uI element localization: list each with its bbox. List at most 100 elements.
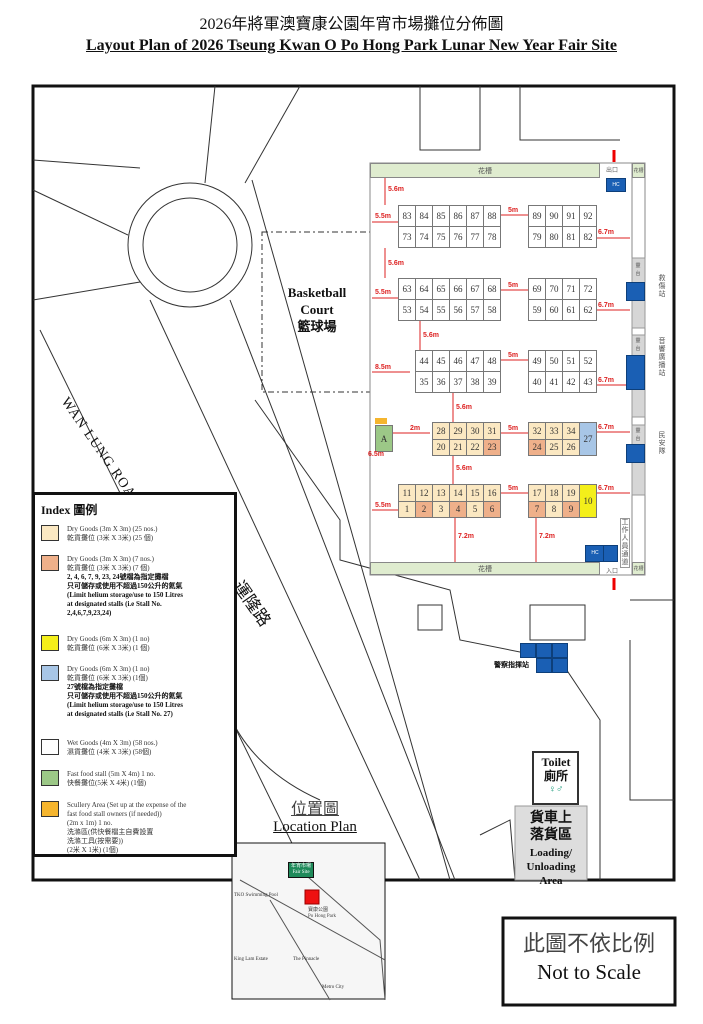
stall-16[interactable]: 16 (483, 484, 501, 502)
stall-78[interactable]: 78 (483, 226, 501, 248)
stall-59[interactable]: 59 (528, 299, 546, 321)
stall-14[interactable]: 14 (449, 484, 467, 502)
stall-76[interactable]: 76 (449, 226, 467, 248)
stall-32[interactable]: 32 (528, 422, 546, 440)
stall-39[interactable]: 39 (483, 371, 501, 393)
stall-38[interactable]: 38 (466, 371, 484, 393)
stall-48[interactable]: 48 (483, 350, 501, 372)
stall-62[interactable]: 62 (579, 299, 597, 321)
stall-22[interactable]: 22 (466, 438, 484, 456)
stall-77[interactable]: 77 (466, 226, 484, 248)
stall-37[interactable]: 37 (449, 371, 467, 393)
stall-40[interactable]: 40 (528, 371, 546, 393)
stall-7[interactable]: 7 (528, 500, 546, 518)
stall-92[interactable]: 92 (579, 205, 597, 227)
dimension-label: 6.7m (598, 424, 614, 431)
dimension-label: 5m (508, 485, 519, 492)
stall-5[interactable]: 5 (466, 500, 484, 518)
legend-line: (2m x 1m) 1 no. (67, 819, 113, 827)
stall-50[interactable]: 50 (545, 350, 563, 372)
stall-36[interactable]: 36 (432, 371, 450, 393)
stall-17[interactable]: 17 (528, 484, 546, 502)
stall-26[interactable]: 26 (562, 438, 580, 456)
stall-71[interactable]: 71 (562, 278, 580, 300)
toilet-label-en: Toilet (541, 755, 571, 769)
stall-49[interactable]: 49 (528, 350, 546, 372)
stall-34[interactable]: 34 (562, 422, 580, 440)
stall-63[interactable]: 63 (398, 278, 416, 300)
stall-83[interactable]: 83 (398, 205, 416, 227)
stall-67[interactable]: 67 (466, 278, 484, 300)
stall-91[interactable]: 91 (562, 205, 580, 227)
stall-66[interactable]: 66 (449, 278, 467, 300)
stall-81[interactable]: 81 (562, 226, 580, 248)
stall-57[interactable]: 57 (466, 299, 484, 321)
stall-85[interactable]: 85 (432, 205, 450, 227)
stall-3[interactable]: 3 (432, 500, 450, 518)
stall-44[interactable]: 44 (415, 350, 433, 372)
stall-52[interactable]: 52 (579, 350, 597, 372)
stall-79[interactable]: 79 (528, 226, 546, 248)
stall-68[interactable]: 68 (483, 278, 501, 300)
stall-56[interactable]: 56 (449, 299, 467, 321)
stall-23[interactable]: 23 (483, 438, 501, 456)
stall-29[interactable]: 29 (449, 422, 467, 440)
stall-13[interactable]: 13 (432, 484, 450, 502)
stall-75[interactable]: 75 (432, 226, 450, 248)
entrance-booth (603, 545, 618, 562)
stall-21[interactable]: 21 (449, 438, 467, 456)
stall-28[interactable]: 28 (432, 422, 450, 440)
stall-54[interactable]: 54 (415, 299, 433, 321)
stall-60[interactable]: 60 (545, 299, 563, 321)
stall-4[interactable]: 4 (449, 500, 467, 518)
stall-61[interactable]: 61 (562, 299, 580, 321)
stall-15[interactable]: 15 (466, 484, 484, 502)
stall-18[interactable]: 18 (545, 484, 563, 502)
stall-80[interactable]: 80 (545, 226, 563, 248)
stall-45[interactable]: 45 (432, 350, 450, 372)
stall-73[interactable]: 73 (398, 226, 416, 248)
stall-8[interactable]: 8 (545, 500, 563, 518)
stall-12[interactable]: 12 (415, 484, 433, 502)
stall-33[interactable]: 33 (545, 422, 563, 440)
stall-31[interactable]: 31 (483, 422, 501, 440)
stall-87[interactable]: 87 (466, 205, 484, 227)
stall-24[interactable]: 24 (528, 438, 546, 456)
stall-64[interactable]: 64 (415, 278, 433, 300)
stall-35[interactable]: 35 (415, 371, 433, 393)
stall-72[interactable]: 72 (579, 278, 597, 300)
stall-19[interactable]: 19 (562, 484, 580, 502)
fast-food-stall-a[interactable]: A (375, 425, 393, 452)
stall-46[interactable]: 46 (449, 350, 467, 372)
stall-27[interactable]: 27 (579, 422, 597, 456)
stall-82[interactable]: 82 (579, 226, 597, 248)
stall-55[interactable]: 55 (432, 299, 450, 321)
stall-25[interactable]: 25 (545, 438, 563, 456)
stall-90[interactable]: 90 (545, 205, 563, 227)
stall-9[interactable]: 9 (562, 500, 580, 518)
stall-86[interactable]: 86 (449, 205, 467, 227)
basketball-court-label: Basketball Court 籃球場 (272, 284, 362, 335)
stall-89[interactable]: 89 (528, 205, 546, 227)
stall-41[interactable]: 41 (545, 371, 563, 393)
stall-1[interactable]: 1 (398, 500, 416, 518)
stall-84[interactable]: 84 (415, 205, 433, 227)
not-to-scale-box (501, 916, 677, 1007)
stall-74[interactable]: 74 (415, 226, 433, 248)
stall-20[interactable]: 20 (432, 438, 450, 456)
stall-30[interactable]: 30 (466, 422, 484, 440)
stall-2[interactable]: 2 (415, 500, 433, 518)
stall-58[interactable]: 58 (483, 299, 501, 321)
stall-10[interactable]: 10 (579, 484, 597, 518)
stall-6[interactable]: 6 (483, 500, 501, 518)
stall-43[interactable]: 43 (579, 371, 597, 393)
stall-51[interactable]: 51 (562, 350, 580, 372)
stall-70[interactable]: 70 (545, 278, 563, 300)
stall-47[interactable]: 47 (466, 350, 484, 372)
stall-65[interactable]: 65 (432, 278, 450, 300)
stall-69[interactable]: 69 (528, 278, 546, 300)
stall-88[interactable]: 88 (483, 205, 501, 227)
stall-42[interactable]: 42 (562, 371, 580, 393)
stall-53[interactable]: 53 (398, 299, 416, 321)
stall-11[interactable]: 11 (398, 484, 416, 502)
